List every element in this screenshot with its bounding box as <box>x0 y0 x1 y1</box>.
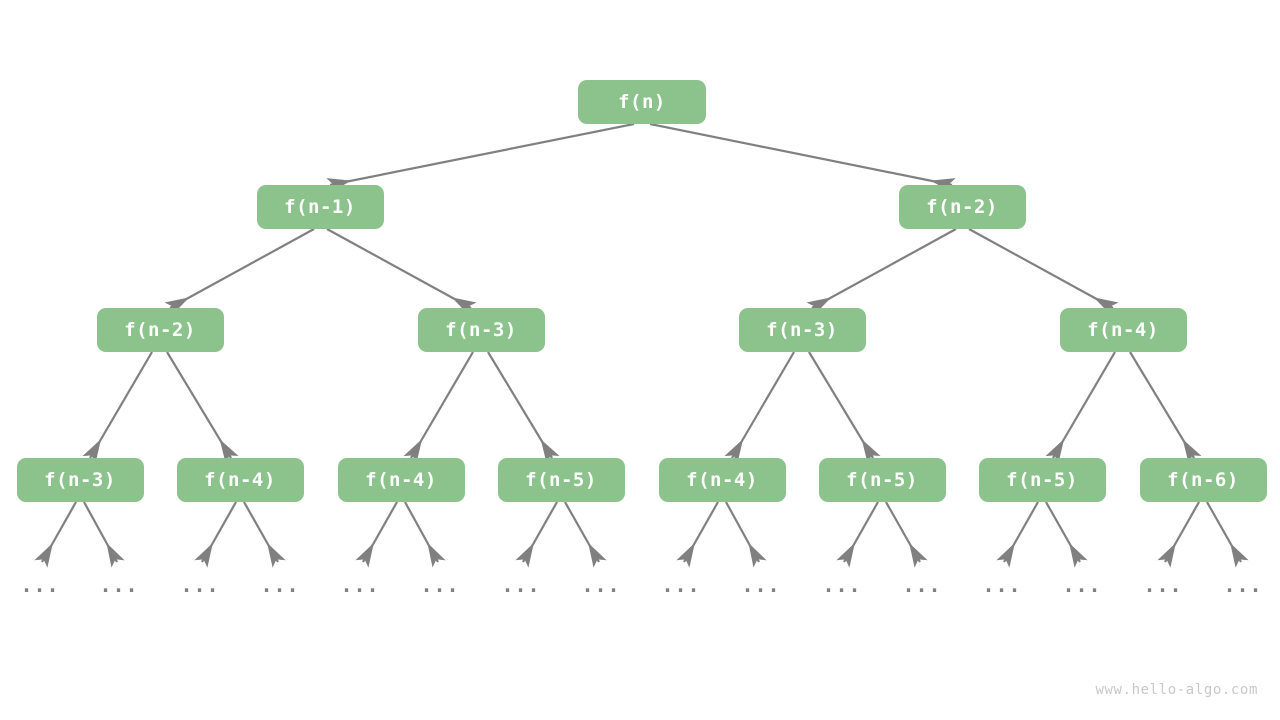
tree-edge <box>194 501 237 568</box>
tree-edge <box>808 351 881 464</box>
tree-ellipsis-e0: ... <box>20 573 60 597</box>
tree-edge <box>676 501 719 568</box>
tree-node-label: f(n-5) <box>525 469 597 491</box>
tree-ellipsis-e5: ... <box>420 573 460 597</box>
tree-node-label: f(n-4) <box>204 469 276 491</box>
tree-node-label: f(n-3) <box>44 469 116 491</box>
tree-edge <box>996 501 1039 568</box>
tree-edge <box>34 501 77 568</box>
tree-node-label: f(n-4) <box>1087 319 1159 341</box>
tree-edge <box>885 501 928 568</box>
tree-ellipsis-e15: ... <box>1223 573 1263 597</box>
tree-node-label: f(n-2) <box>124 319 196 341</box>
tree-edge <box>968 228 1119 316</box>
tree-node-n6[interactable]: f(n-4) <box>1059 308 1187 352</box>
tree-node-n11[interactable]: f(n-4) <box>658 458 786 502</box>
tree-edge <box>355 501 398 568</box>
tree-edge <box>1045 351 1116 464</box>
tree-edge <box>83 501 125 568</box>
tree-ellipsis-e9: ... <box>741 573 781 597</box>
tree-node-n10[interactable]: f(n-5) <box>497 458 625 502</box>
tree-node-label: f(n-2) <box>926 196 998 218</box>
tree-edge <box>166 351 239 464</box>
tree-edge <box>164 228 315 316</box>
tree-node-n14[interactable]: f(n-6) <box>1139 458 1267 502</box>
tree-ellipsis-e14: ... <box>1143 573 1183 597</box>
tree-ellipsis-e10: ... <box>822 573 862 597</box>
tree-node-label: f(n-4) <box>365 469 437 491</box>
tree-node-n12[interactable]: f(n-5) <box>818 458 946 502</box>
tree-node-label: f(n-3) <box>766 319 838 341</box>
tree-node-n9[interactable]: f(n-4) <box>337 458 465 502</box>
tree-node-n8[interactable]: f(n-4) <box>176 458 304 502</box>
tree-node-label: f(n-1) <box>284 196 356 218</box>
tree-ellipsis-e3: ... <box>260 573 300 597</box>
tree-edge <box>725 501 767 568</box>
tree-ellipsis-e12: ... <box>982 573 1022 597</box>
tree-node-label: f(n-5) <box>1006 469 1078 491</box>
tree-node-n7[interactable]: f(n-3) <box>16 458 144 502</box>
tree-edge <box>515 501 558 568</box>
tree-node-n3[interactable]: f(n-2) <box>96 308 224 352</box>
tree-node-n4[interactable]: f(n-3) <box>417 308 545 352</box>
tree-edge <box>836 501 879 568</box>
tree-edge <box>243 501 286 568</box>
tree-node-n5[interactable]: f(n-3) <box>738 308 866 352</box>
tree-ellipsis-e7: ... <box>581 573 621 597</box>
tree-node-label: f(n-6) <box>1167 469 1239 491</box>
tree-edge <box>1129 351 1202 464</box>
tree-edge <box>403 351 474 464</box>
tree-edge <box>649 122 956 193</box>
tree-node-label: f(n) <box>618 91 666 113</box>
tree-edge <box>404 501 446 568</box>
tree-node-label: f(n-4) <box>686 469 758 491</box>
tree-node-label: f(n-3) <box>445 319 517 341</box>
tree-edge <box>1206 501 1249 568</box>
tree-ellipsis-e8: ... <box>661 573 701 597</box>
tree-edge <box>326 228 477 316</box>
tree-ellipsis-e4: ... <box>340 573 380 597</box>
tree-node-n0[interactable]: f(n) <box>578 80 706 124</box>
tree-edge <box>326 122 635 193</box>
tree-ellipsis-e11: ... <box>902 573 942 597</box>
tree-ellipsis-e1: ... <box>99 573 139 597</box>
watermark: www.hello-algo.com <box>1095 682 1258 698</box>
tree-node-n13[interactable]: f(n-5) <box>978 458 1106 502</box>
tree-edge <box>724 351 795 464</box>
tree-node-label: f(n-5) <box>846 469 918 491</box>
tree-ellipsis-e2: ... <box>180 573 220 597</box>
tree-edge <box>564 501 607 568</box>
tree-edge <box>806 228 957 316</box>
tree-ellipsis-e13: ... <box>1062 573 1102 597</box>
tree-edge <box>1045 501 1088 568</box>
tree-edge <box>82 351 153 464</box>
tree-edge <box>487 351 560 464</box>
tree-node-n1[interactable]: f(n-1) <box>256 185 384 229</box>
tree-edge <box>1157 501 1200 568</box>
tree-node-n2[interactable]: f(n-2) <box>898 185 1026 229</box>
tree-ellipsis-e6: ... <box>501 573 541 597</box>
